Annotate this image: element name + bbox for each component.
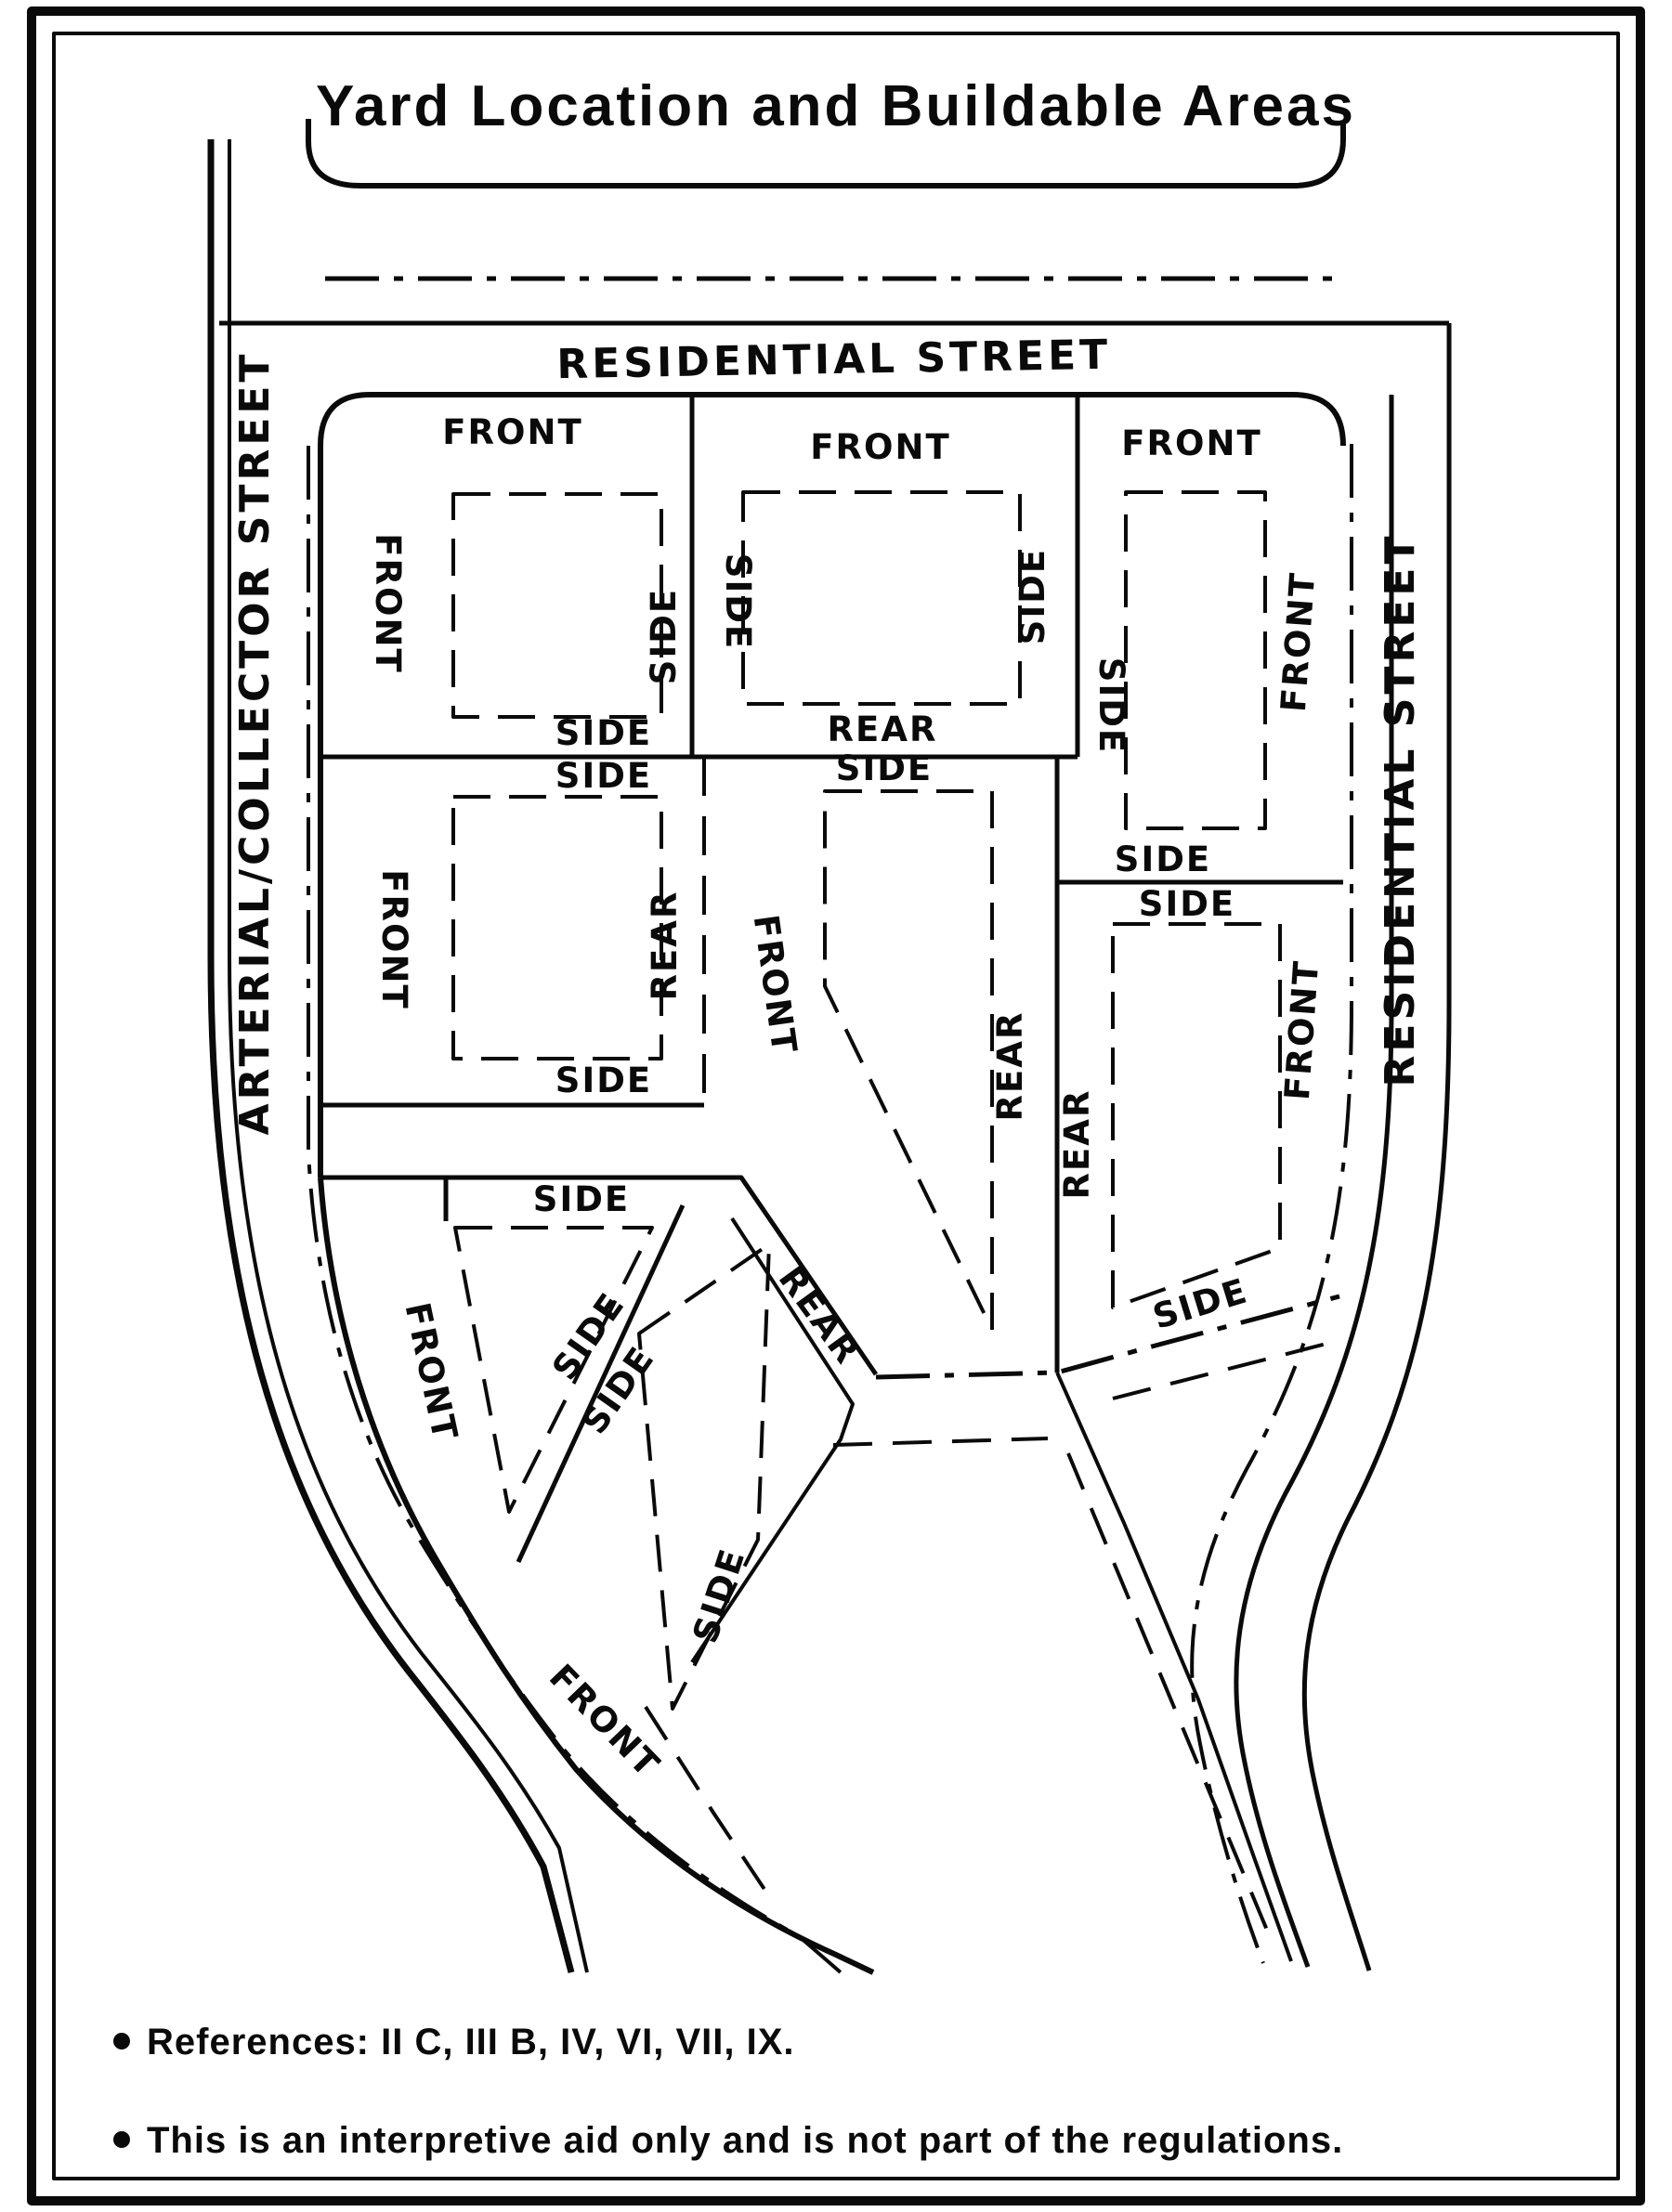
e-lot-front-right-label: FRONT — [1277, 958, 1326, 1101]
w-lot-front-left-label: FRONT — [374, 869, 414, 1009]
c-lot-side-top-label: SIDE — [836, 748, 933, 788]
n-lot-front-top-label: FRONT — [810, 427, 950, 467]
buildable-area-west-middle-lot — [451, 795, 663, 1060]
buildable-area-southwest-lot — [453, 1226, 654, 1514]
e-lot-rear-left-label: REAR — [1057, 1089, 1097, 1200]
yard-label-group: FRONT FRONT SIDE SIDE FRONT SIDE SIDE RE… — [368, 412, 1326, 1786]
nw-lot-front-top-label: FRONT — [442, 412, 582, 452]
diagram-title: Yard Location and Buildable Areas — [316, 74, 1356, 138]
bullet-icon — [113, 2033, 130, 2049]
buildable-area-east-lot — [1111, 922, 1282, 1309]
buildable-area-north-middle-lot — [741, 490, 1022, 706]
s-lot-side-right-label: SIDE — [686, 1543, 753, 1648]
top-street-label: RESIDENTIAL STREET — [556, 332, 1112, 388]
w-lot-side-bottom-label: SIDE — [555, 1060, 652, 1100]
nw-lot-side-right-label: SIDE — [644, 588, 684, 684]
buildable-area-south-lot — [637, 1243, 771, 1711]
w-lot-side-top-label: SIDE — [555, 756, 652, 796]
upper-block-lines — [306, 119, 1346, 281]
ne-lot-side-left-label: SIDE — [1091, 657, 1131, 754]
e-lot-side-bottom-label: SIDE — [1148, 1270, 1252, 1337]
c-lot-front-left-label: FRONT — [746, 912, 805, 1057]
nw-lot-front-left-label: FRONT — [368, 533, 408, 673]
bullet-icon — [113, 2131, 130, 2148]
w-lot-rear-right-label: REAR — [645, 891, 685, 1001]
n-lot-side-left-label: SIDE — [718, 553, 758, 650]
nw-lot-side-bottom-label: SIDE — [555, 713, 652, 753]
c-lot-rear-right-label: REAR — [990, 1011, 1030, 1122]
n-lot-rear-bottom-label: REAR — [828, 709, 938, 749]
e-lot-side-top-label: SIDE — [1139, 884, 1235, 924]
notes-group: References: II C, III B, IV, VI, VII, IX… — [113, 2022, 1343, 2161]
sw-lot-front-label: FRONT — [397, 1299, 465, 1445]
ne-lot-front-top-label: FRONT — [1121, 423, 1261, 463]
ne-lot-side-bottom-label: SIDE — [1115, 839, 1211, 879]
buildable-areas — [451, 490, 1282, 1711]
s-lot-front-label: FRONT — [542, 1657, 668, 1786]
buildable-area-northwest-lot — [451, 492, 663, 719]
interpretive-aid-note: This is an interpretive aid only and is … — [147, 2120, 1343, 2161]
ne-lot-front-right-label: FRONT — [1274, 570, 1323, 713]
right-street-label: RESIDENTIAL STREET — [1377, 533, 1424, 1087]
buildable-area-center-lot — [823, 789, 994, 1332]
lot-lines-solid — [320, 395, 1343, 1962]
page-border — [27, 7, 1645, 2205]
left-street-label: ARTERIAL/COLLECTOR STREET — [231, 351, 279, 1136]
sw-lot-side-top-label: SIDE — [533, 1179, 630, 1219]
buildable-area-northeast-lot — [1124, 490, 1267, 830]
n-lot-side-right-label: SIDE — [1012, 548, 1052, 644]
lot-lines-dashed — [644, 757, 1340, 1940]
right-street-lines — [1190, 323, 1452, 1971]
block-outline — [318, 392, 1346, 1975]
references-note: References: II C, III B, IV, VI, VII, IX… — [147, 2022, 795, 2062]
